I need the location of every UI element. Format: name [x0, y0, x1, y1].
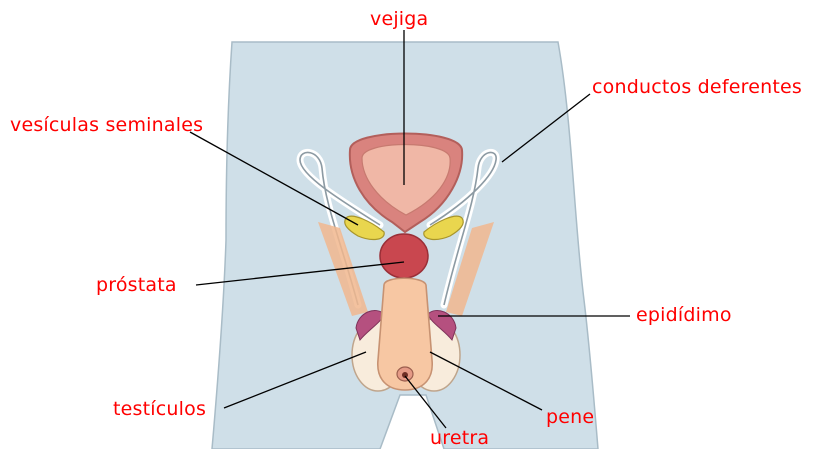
label-conductos-deferentes: conductos deferentes [592, 76, 802, 98]
label-pene: pene [546, 406, 594, 428]
prostate-shape [380, 234, 428, 278]
label-vejiga: vejiga [370, 8, 428, 30]
label-prostata: próstata [96, 274, 177, 296]
label-uretra: uretra [430, 427, 489, 449]
label-vesiculas-seminales: vesículas seminales [10, 114, 203, 136]
label-testiculos: testículos [113, 398, 206, 420]
label-epididimo: epidídimo [636, 304, 732, 326]
